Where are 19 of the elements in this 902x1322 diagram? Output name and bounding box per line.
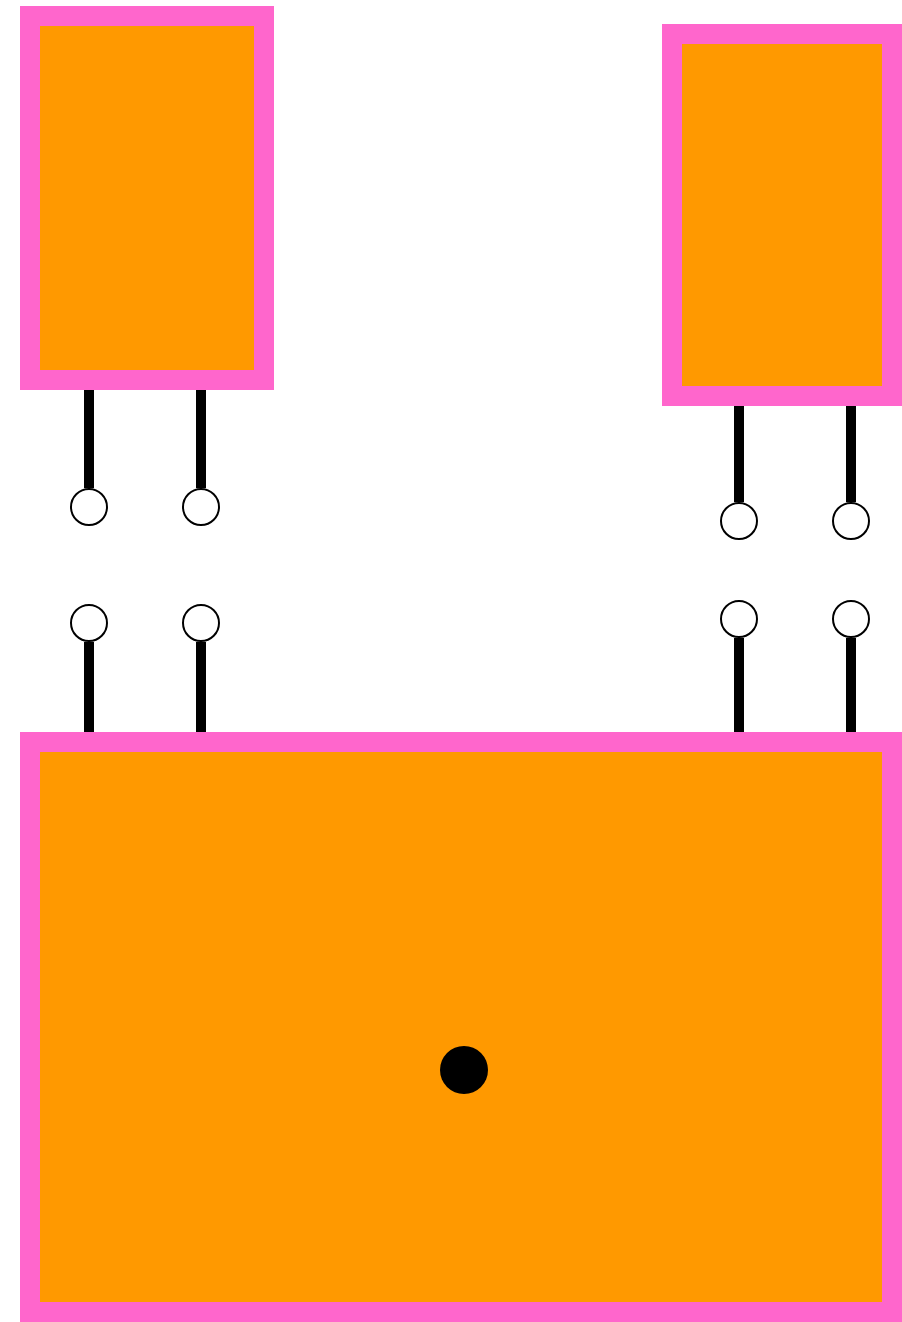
pin-line bbox=[196, 390, 206, 488]
component-box bbox=[20, 732, 902, 1322]
terminal-circle bbox=[720, 600, 758, 638]
component-box bbox=[20, 6, 274, 390]
component-box bbox=[662, 24, 902, 406]
terminal-circle bbox=[832, 600, 870, 638]
terminal-circle bbox=[832, 502, 870, 540]
pin-line bbox=[734, 406, 744, 502]
pin-line bbox=[734, 638, 744, 732]
terminal-circle bbox=[70, 604, 108, 642]
pin-line bbox=[84, 642, 94, 732]
terminal-circle bbox=[182, 604, 220, 642]
terminal-circle bbox=[720, 502, 758, 540]
pin-line bbox=[84, 390, 94, 488]
terminal-circle bbox=[182, 488, 220, 526]
pin-line bbox=[846, 638, 856, 732]
pin-line bbox=[196, 642, 206, 732]
pin-line bbox=[846, 406, 856, 502]
terminal-circle bbox=[70, 488, 108, 526]
